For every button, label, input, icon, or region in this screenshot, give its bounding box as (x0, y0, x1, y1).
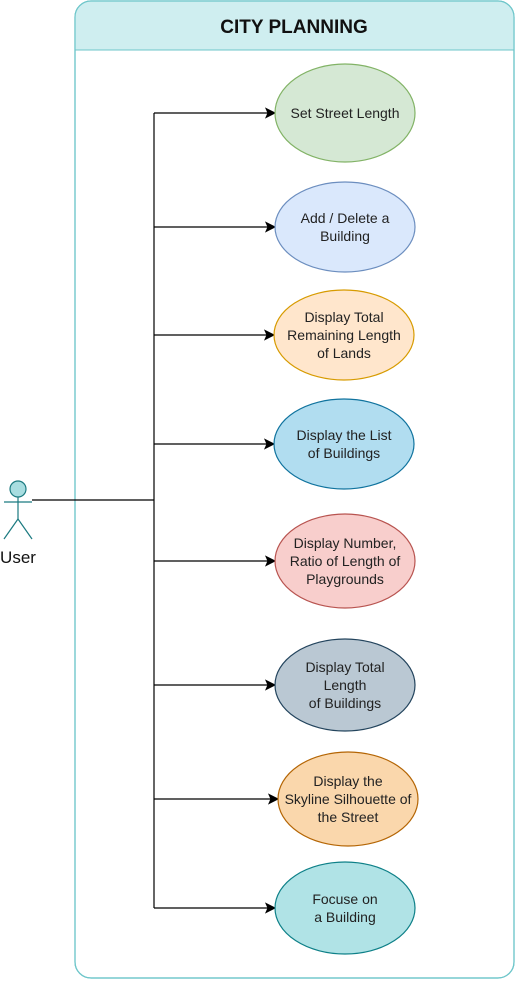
use-case-label-line: Display the List (297, 427, 392, 443)
use-case-ellipse (273, 398, 415, 490)
use-case-ellipse (274, 63, 416, 163)
use-case-ellipse (274, 638, 416, 732)
actor-user: User (0, 480, 36, 567)
system-boundary-header (75, 1, 514, 50)
use-case-label-line: Remaining Length (287, 327, 401, 343)
connector-arrowhead (264, 107, 277, 119)
actor-right-leg (17, 518, 33, 540)
connector-arrowhead (264, 679, 277, 691)
use-case-label-line: Display Total (304, 309, 383, 325)
connectors (32, 107, 280, 914)
use-case-label-line: the Street (318, 809, 379, 825)
use-case-label-line: of Buildings (309, 695, 381, 711)
use-case-label-line: Skyline Silhouette of (285, 791, 412, 807)
use-case: Set Street Length (274, 63, 416, 163)
actor-label: User (0, 548, 36, 567)
use-case-label-line: of Lands (317, 345, 371, 361)
use-case: Display Number, Ratio of Length of Playgro… (274, 513, 416, 609)
use-case-ellipse (274, 513, 416, 609)
use-case-label-line: Display Total (305, 659, 384, 675)
actor-left-leg (3, 518, 19, 540)
use-case-label-line: Focuse on (312, 891, 377, 907)
use-case-ellipse (274, 861, 416, 955)
use-case-ellipse (277, 751, 419, 847)
use-case-label-line: Display the (313, 773, 382, 789)
use-case-ellipse (274, 181, 416, 273)
actor-head (9, 480, 27, 498)
use-case-label-line: Playgrounds (306, 571, 384, 587)
use-case-label-line: Building (320, 228, 370, 244)
connector-arrowhead (263, 438, 276, 450)
connector-arrowhead (263, 329, 276, 341)
connector-arrowhead (264, 555, 277, 567)
connector-arrowhead (264, 221, 277, 233)
connector-arrowhead (264, 902, 277, 914)
use-case-label-line: Add / Delete a (301, 210, 390, 226)
use-case-label-line: Set Street Length (291, 105, 400, 121)
use-case-label-line: of Buildings (308, 445, 380, 461)
use-case-label-line: Length (324, 677, 367, 693)
use-case-label-line: a Building (314, 909, 376, 925)
use-case-label-line: Ratio of Length of (290, 553, 401, 569)
use-case-ellipse (273, 289, 415, 381)
use-case-label-line: Display Number, (294, 535, 397, 551)
use-case: Focuse on a Building (274, 861, 416, 955)
use-case: Add / Delete a Building (274, 181, 416, 273)
system-title: CITY PLANNING (220, 17, 367, 38)
connector-arrowhead (267, 793, 280, 805)
use-case: Display the List of Buildings (273, 398, 415, 490)
